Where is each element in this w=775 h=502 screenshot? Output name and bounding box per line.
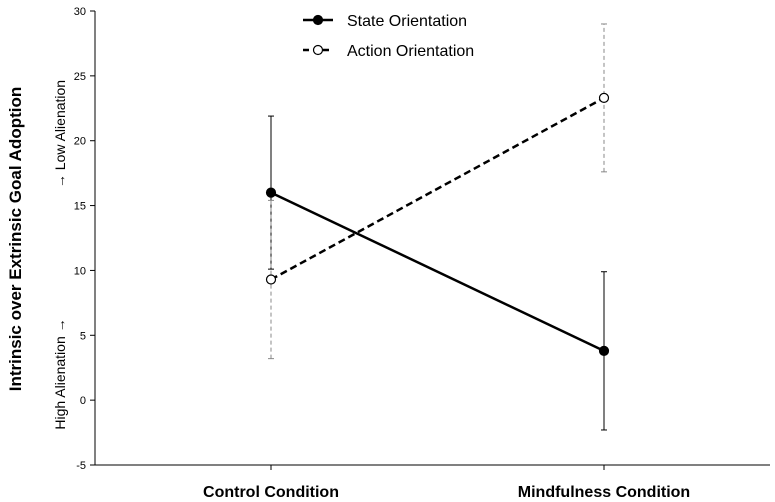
y-tick-label: 15	[74, 201, 86, 213]
series-layer	[265, 23, 610, 431]
axes	[94, 11, 770, 466]
x-axis-ticks: Control Condition Mindfulness Condition	[203, 465, 690, 501]
y-tick-label: 0	[80, 395, 86, 407]
series-line	[270, 191, 605, 352]
y-tick-label: 30	[74, 6, 86, 18]
y-axis-labels: Intrinsic over Extrinsic Goal Adoption H…	[6, 80, 68, 430]
legend-marker	[312, 14, 324, 26]
y-axis-low-annotation: High Alienation →	[52, 318, 68, 429]
y-axis-ticks: -5 0 5 10 15 20 25 30	[74, 6, 95, 472]
y-axis-high-annotation: → Low Alienation	[52, 80, 68, 188]
legend-item: Action Orientation	[303, 43, 474, 60]
x-category-label: Control Condition	[203, 484, 339, 501]
legend-label: State Orientation	[347, 13, 467, 30]
series-line	[270, 96, 605, 281]
data-point	[598, 345, 610, 356]
x-category-label: Mindfulness Condition	[518, 484, 690, 501]
y-tick-label: 20	[74, 136, 86, 148]
y-tick-label: 10	[74, 265, 86, 277]
y-tick-label: -5	[76, 460, 86, 472]
y-tick-label: 5	[80, 330, 86, 342]
legend-item: State Orientation	[303, 13, 467, 30]
series-action-orientation	[265, 23, 610, 360]
data-point	[598, 92, 610, 104]
legend-marker	[312, 44, 324, 56]
data-point	[265, 274, 277, 285]
data-point	[265, 187, 277, 198]
y-tick-label: 25	[74, 71, 86, 83]
legend-label: Action Orientation	[347, 43, 474, 60]
series-state-orientation	[265, 115, 610, 431]
y-axis-title: Intrinsic over Extrinsic Goal Adoption	[6, 87, 25, 391]
